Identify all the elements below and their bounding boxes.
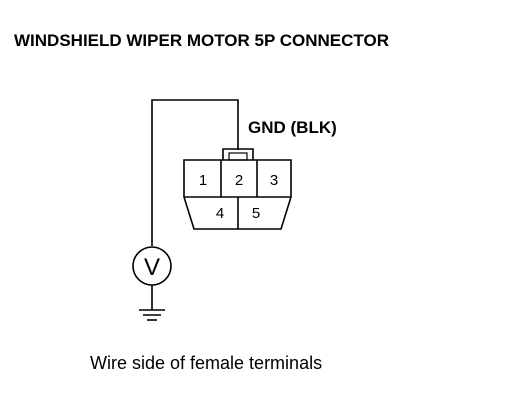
diagram-title: WINDSHIELD WIPER MOTOR 5P CONNECTOR bbox=[14, 31, 389, 50]
pin-4-label: 4 bbox=[216, 205, 224, 222]
voltmeter-symbol: V bbox=[144, 254, 160, 281]
pin-2-label: 2 bbox=[235, 172, 243, 189]
ground-symbol-icon bbox=[139, 285, 165, 321]
probe-wire bbox=[151, 99, 239, 246]
pin-numbers: 1 2 3 4 5 bbox=[199, 172, 278, 222]
diagram-caption: Wire side of female terminals bbox=[90, 353, 322, 373]
pin-3-label: 3 bbox=[270, 172, 278, 189]
pin-5-label: 5 bbox=[252, 205, 260, 222]
ground-label: GND (BLK) bbox=[248, 118, 337, 137]
voltmeter-icon: V bbox=[132, 246, 172, 286]
connector-housing bbox=[183, 148, 292, 230]
pin-1-label: 1 bbox=[199, 172, 207, 189]
